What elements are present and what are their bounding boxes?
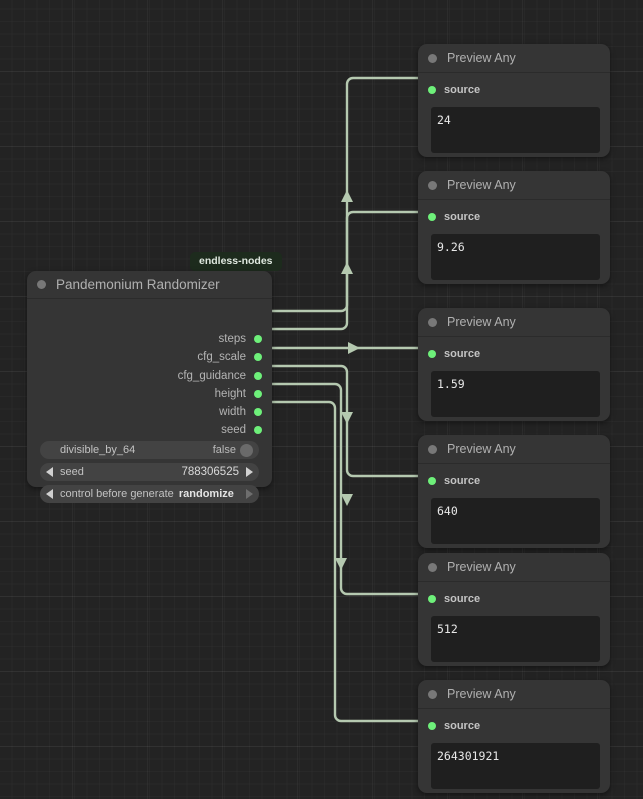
node-header[interactable]: Preview Any: [418, 553, 610, 581]
node-body: source 264301921: [418, 708, 610, 789]
node-header[interactable]: Preview Any: [418, 308, 610, 336]
node-body: source 640: [418, 463, 610, 544]
node-body: source 512: [418, 581, 610, 662]
wire-seed: [267, 400, 424, 723]
node-header[interactable]: Preview Any: [418, 680, 610, 708]
widget-value[interactable]: randomize: [178, 488, 234, 500]
input-dot-icon[interactable]: [428, 213, 436, 221]
output-slot-seed[interactable]: seed: [221, 423, 262, 437]
collapse-circle-icon[interactable]: [428, 689, 437, 699]
node-preview-any-5[interactable]: Preview Any source 512: [418, 553, 610, 666]
node-title: Pandemonium Randomizer: [56, 277, 220, 292]
output-dot-icon[interactable]: [254, 372, 262, 380]
input-slot-source[interactable]: source: [418, 73, 610, 101]
output-dot-icon[interactable]: [254, 335, 262, 343]
wire-cfg-scale: [267, 210, 424, 331]
output-label: cfg_scale: [197, 351, 246, 363]
input-slot-source[interactable]: source: [418, 709, 610, 737]
collapse-circle-icon[interactable]: [428, 562, 437, 572]
previous-option-arrow-icon[interactable]: [46, 489, 53, 499]
input-dot-icon[interactable]: [428, 477, 436, 485]
wire-direction-arrows: [335, 190, 360, 570]
node-header[interactable]: Preview Any: [418, 44, 610, 72]
node-header[interactable]: Preview Any: [418, 435, 610, 463]
node-preview-any-2[interactable]: Preview Any source 9.26: [418, 171, 610, 284]
output-slot-cfg-guidance[interactable]: cfg_guidance: [178, 369, 262, 383]
output-slot-width[interactable]: width: [219, 405, 262, 419]
output-label: cfg_guidance: [177, 370, 246, 382]
input-label: source: [444, 348, 481, 360]
input-label: source: [444, 84, 481, 96]
node-title: Preview Any: [447, 560, 516, 574]
input-slot-source[interactable]: source: [418, 200, 610, 228]
node-preview-any-3[interactable]: Preview Any source 1.59: [418, 308, 610, 421]
collapse-circle-icon[interactable]: [428, 53, 437, 63]
node-body: steps cfg_scale cfg_guidance height widt…: [27, 298, 272, 503]
widget-label: seed: [60, 466, 84, 478]
input-slot-source[interactable]: source: [418, 582, 610, 610]
preview-value-textbox: 1.59: [431, 371, 600, 417]
node-group-badge: endless-nodes: [190, 252, 282, 271]
output-label: steps: [218, 333, 247, 345]
input-label: source: [444, 593, 481, 605]
toggle-knob-icon[interactable]: [240, 443, 253, 457]
preview-value-textbox: 512: [431, 616, 600, 662]
decrement-arrow-icon[interactable]: [46, 467, 53, 477]
preview-value-textbox: 264301921: [431, 743, 600, 789]
output-slot-cfg-scale[interactable]: cfg_scale: [197, 350, 262, 364]
input-dot-icon[interactable]: [428, 86, 436, 94]
collapse-circle-icon[interactable]: [428, 444, 437, 454]
input-dot-icon[interactable]: [428, 350, 436, 358]
preview-value-textbox: 9.26: [431, 234, 600, 280]
output-slot-steps[interactable]: steps: [218, 332, 262, 346]
widget-control-before-generate[interactable]: control before generate randomize: [40, 485, 259, 503]
preview-value-textbox: 640: [431, 498, 600, 544]
output-label: height: [214, 388, 246, 400]
output-dot-icon[interactable]: [254, 390, 262, 398]
node-header[interactable]: Pandemonium Randomizer: [27, 271, 272, 298]
collapse-circle-icon[interactable]: [37, 280, 46, 289]
node-preview-any-4[interactable]: Preview Any source 640: [418, 435, 610, 548]
output-dot-icon[interactable]: [254, 353, 262, 361]
widget-seed[interactable]: seed 788306525: [40, 463, 259, 481]
input-dot-icon[interactable]: [428, 595, 436, 603]
node-title: Preview Any: [447, 687, 516, 701]
next-option-arrow-icon[interactable]: [246, 489, 253, 499]
wire-height: [267, 364, 424, 478]
node-header[interactable]: Preview Any: [418, 171, 610, 199]
node-preview-any-6[interactable]: Preview Any source 264301921: [418, 680, 610, 793]
widget-divisible-by-64[interactable]: divisible_by_64 false: [40, 441, 259, 459]
widget-value: false: [212, 444, 236, 456]
widget-value[interactable]: 788306525: [181, 466, 239, 478]
input-slot-source[interactable]: source: [418, 337, 610, 365]
node-pandemonium-randomizer[interactable]: Pandemonium Randomizer steps cfg_scale c…: [27, 271, 272, 503]
output-label: seed: [221, 424, 246, 436]
node-body: source 24: [418, 72, 610, 153]
node-preview-any-1[interactable]: Preview Any source 24: [418, 44, 610, 157]
wire-steps: [267, 76, 424, 313]
wire-width: [267, 382, 424, 596]
input-slot-source[interactable]: source: [418, 464, 610, 492]
output-dot-icon[interactable]: [254, 426, 262, 434]
collapse-circle-icon[interactable]: [428, 180, 437, 190]
input-label: source: [444, 720, 481, 732]
preview-value-textbox: 24: [431, 107, 600, 153]
node-title: Preview Any: [447, 178, 516, 192]
output-dot-icon[interactable]: [254, 408, 262, 416]
output-slot-height[interactable]: height: [215, 387, 262, 401]
node-body: source 9.26: [418, 199, 610, 280]
input-dot-icon[interactable]: [428, 722, 436, 730]
node-title: Preview Any: [447, 315, 516, 329]
widget-label: control before generate: [60, 488, 174, 500]
node-body: source 1.59: [418, 336, 610, 417]
widget-label: divisible_by_64: [60, 444, 136, 456]
node-title: Preview Any: [447, 51, 516, 65]
node-title: Preview Any: [447, 442, 516, 456]
input-label: source: [444, 211, 481, 223]
output-label: width: [219, 406, 246, 418]
collapse-circle-icon[interactable]: [428, 317, 437, 327]
input-label: source: [444, 475, 481, 487]
increment-arrow-icon[interactable]: [246, 467, 253, 477]
